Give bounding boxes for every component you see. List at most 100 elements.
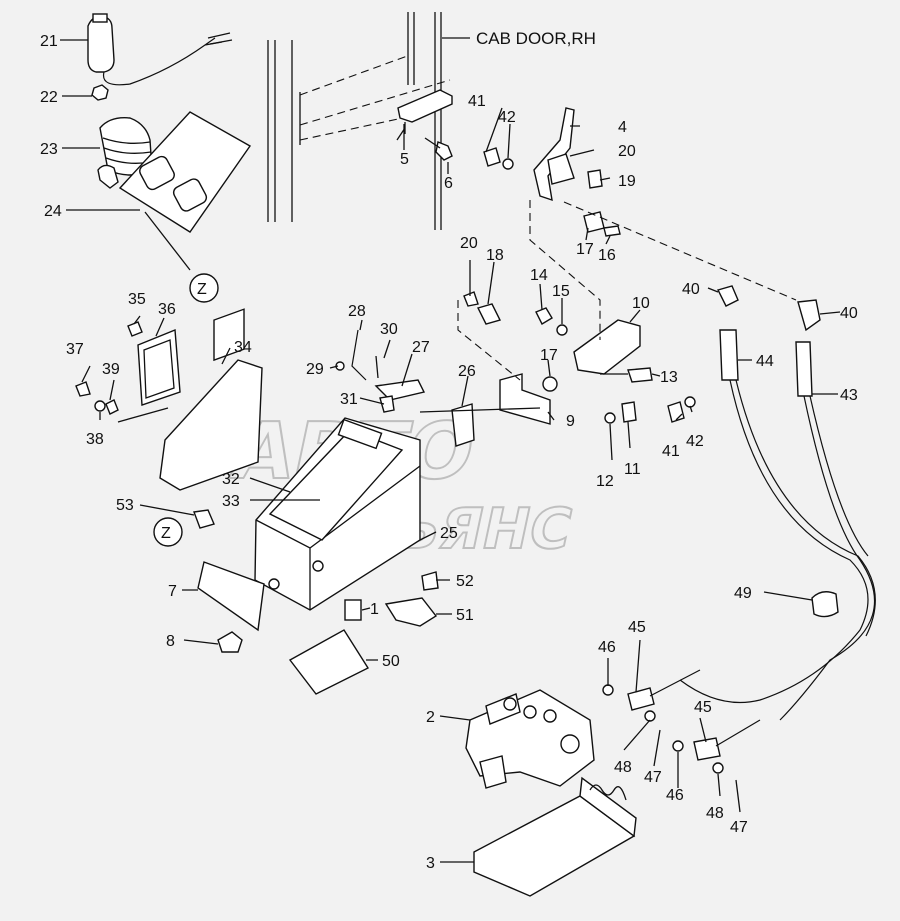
label-25: 25 <box>440 525 458 542</box>
label-38: 38 <box>86 431 104 448</box>
bolt-35 <box>127 321 143 337</box>
nut-19 <box>587 169 603 189</box>
cab-door-title: CAB DOOR,RH <box>476 29 596 48</box>
label-18: 18 <box>486 247 504 264</box>
bolt-8 <box>217 631 243 653</box>
label-21: 21 <box>40 33 58 50</box>
lever-4 <box>533 107 575 202</box>
label-12: 12 <box>596 473 614 490</box>
spacer-17 <box>542 376 558 392</box>
nut-41-lower <box>667 401 685 423</box>
nut-14 <box>535 307 553 325</box>
label-23: 23 <box>40 141 58 158</box>
label-13: 13 <box>660 369 678 386</box>
console-box <box>254 417 421 611</box>
bracket-10 <box>573 319 641 375</box>
label-33: 33 <box>222 493 240 510</box>
washer-15 <box>556 324 568 336</box>
label-20-upper: 20 <box>618 143 636 160</box>
label-41-lower: 41 <box>662 443 680 460</box>
label-26: 26 <box>458 363 476 380</box>
label-17-upper: 17 <box>576 241 594 258</box>
label-14: 14 <box>530 267 548 284</box>
label-37: 37 <box>66 341 84 358</box>
rod-end-45-lower <box>693 737 721 761</box>
washer-48-upper <box>644 710 656 722</box>
label-40-right: 40 <box>840 305 858 322</box>
label-48-lower: 48 <box>706 805 724 822</box>
wire-28 <box>351 329 367 381</box>
part-labels: 21 22 23 24 5 6 41 42 4 20 19 17 16 20 1… <box>40 33 858 872</box>
cable-43 <box>779 395 876 721</box>
label-5: 5 <box>400 151 409 168</box>
fitting-43 <box>795 341 813 397</box>
zone-marker-top <box>189 273 219 303</box>
nut-41-upper <box>483 147 501 167</box>
label-39: 39 <box>102 361 120 378</box>
label-47-lower: 47 <box>730 819 748 836</box>
label-24: 24 <box>44 203 62 220</box>
washer-38 <box>94 400 106 412</box>
washer-12 <box>604 412 616 424</box>
knob-small <box>97 164 119 189</box>
label-53: 53 <box>116 497 134 514</box>
label-28: 28 <box>348 303 366 320</box>
label-41-upper: 41 <box>468 93 486 110</box>
label-10: 10 <box>632 295 650 312</box>
label-43: 43 <box>840 387 858 404</box>
bracket-31 <box>379 395 395 413</box>
label-51: 51 <box>456 607 474 624</box>
plate-24 <box>118 111 252 233</box>
door-bracket <box>397 89 453 123</box>
label-32: 32 <box>222 471 240 488</box>
label-22: 22 <box>40 89 58 106</box>
panel-7 <box>197 561 265 632</box>
label-plate-1 <box>344 599 362 621</box>
zone-marker-top-label: Z <box>197 281 207 298</box>
label-45-lower: 45 <box>694 699 712 716</box>
cab-door-frame <box>267 12 470 230</box>
washer-42-lower <box>684 396 696 408</box>
zone-marker-bottom-label: Z <box>161 525 171 542</box>
fitting-11 <box>621 401 637 423</box>
plate-50 <box>288 629 370 695</box>
zone-marker-bottom <box>153 517 183 547</box>
label-46-upper: 46 <box>598 639 616 656</box>
cover-34 <box>159 359 263 491</box>
pin-16 <box>603 225 621 237</box>
bracket-27 <box>374 379 426 401</box>
bolt-18 <box>476 303 502 325</box>
label-35: 35 <box>128 291 146 308</box>
label-48-upper: 48 <box>614 759 632 776</box>
label-19: 19 <box>618 173 636 190</box>
label-4: 4 <box>618 119 627 136</box>
label-47-upper: 47 <box>644 769 662 786</box>
washer-42-upper <box>502 158 514 170</box>
label-30: 30 <box>380 321 398 338</box>
label-16: 16 <box>598 247 616 264</box>
label-2: 2 <box>426 709 435 726</box>
bolt-6 <box>435 141 453 161</box>
cable-44 <box>679 379 869 704</box>
knob-52 <box>421 571 439 591</box>
label-50: 50 <box>382 653 400 670</box>
label-11: 11 <box>624 461 641 478</box>
rod-end-45-upper <box>627 687 655 711</box>
label-27: 27 <box>412 339 430 356</box>
grommet-49 <box>811 591 839 618</box>
label-15: 15 <box>552 283 570 300</box>
label-45-upper: 45 <box>628 619 646 636</box>
label-44: 44 <box>756 353 774 370</box>
label-31: 31 <box>340 391 358 408</box>
label-49: 49 <box>734 585 752 602</box>
elbow-40-left <box>716 285 739 307</box>
bracket-3 <box>473 776 637 897</box>
label-42-lower: 42 <box>686 433 704 450</box>
label-9: 9 <box>566 413 575 430</box>
label-1: 1 <box>370 601 379 618</box>
leader-lines <box>60 39 841 863</box>
plate-26 <box>451 403 475 447</box>
bracket-9 <box>499 373 551 425</box>
nut-39 <box>105 399 119 415</box>
